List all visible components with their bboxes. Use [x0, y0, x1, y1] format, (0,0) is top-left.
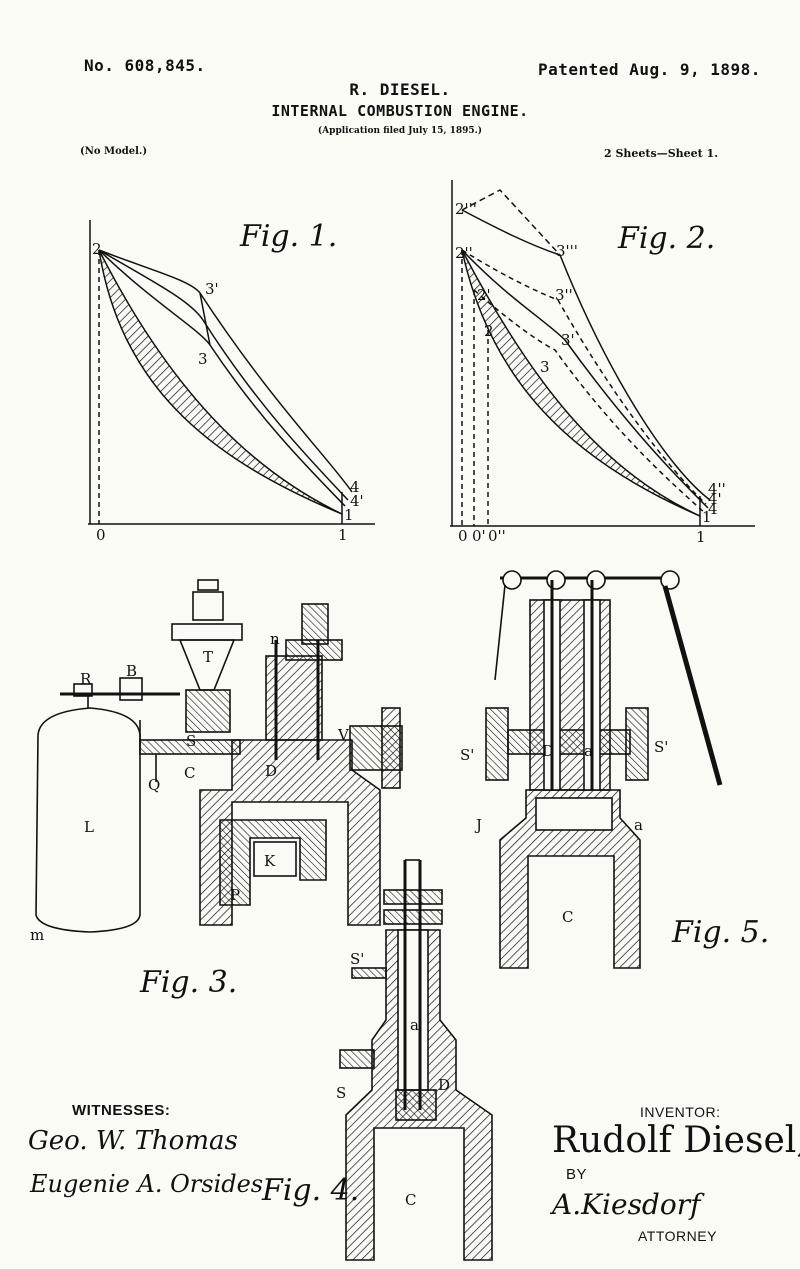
- fig2-label-3ppp: 3''': [556, 242, 578, 260]
- fig2-axis-1: 1: [696, 528, 706, 546]
- fig1-hatched-area: [99, 250, 342, 514]
- attorney-signature: A.Kiesdorf: [552, 1188, 700, 1221]
- fig3-drawing: [36, 580, 402, 932]
- fig2-label-3pp: 3'': [555, 286, 573, 304]
- fig1-axis-1: 1: [338, 526, 348, 544]
- fig5-label-J: J: [474, 816, 482, 834]
- fig3-label-L: L: [84, 818, 94, 836]
- fig2-axis-0p: 0': [472, 527, 486, 545]
- fig5-label-a-top: a: [584, 742, 593, 760]
- fig4-label-S: S: [336, 1084, 346, 1102]
- fig5-label-Sprime-left: S': [460, 746, 474, 764]
- fig2-label-2ppp: 2''': [455, 200, 477, 218]
- fig4-caption: Fig. 4.: [261, 1173, 359, 1208]
- fig3-label-R: R: [80, 670, 92, 688]
- fig2-label-1pt: 1: [702, 508, 712, 526]
- fig3-label-S: S: [186, 732, 196, 750]
- fig5-label-C: C: [562, 908, 573, 926]
- fig2-caption: Fig. 2.: [617, 221, 715, 256]
- witness-2-signature: Eugenie A. Orsides: [30, 1170, 263, 1198]
- fig4-label-a: a: [410, 1016, 419, 1034]
- witnesses-label: WITNESSES:: [72, 1102, 170, 1119]
- fig2-axis-0pp: 0'': [488, 527, 506, 545]
- fig1-curve-a: [99, 250, 345, 506]
- fig3-label-V: V: [337, 726, 350, 744]
- by-label: BY: [566, 1166, 587, 1183]
- inventor-signature: Rudolf Diesel,: [552, 1120, 800, 1161]
- fig5-drawing: [486, 571, 720, 968]
- attorney-label: ATTORNEY: [638, 1228, 717, 1244]
- fig2-label-2pp: 2'': [455, 244, 473, 262]
- fig4-label-D: D: [438, 1076, 450, 1094]
- fig3-label-Q: Q: [148, 776, 160, 794]
- fig3-label-m: m: [30, 926, 44, 944]
- fig5-label-D: D: [542, 742, 554, 760]
- inventor-label: INVENTOR:: [640, 1104, 720, 1120]
- fig3-label-D: D: [265, 762, 277, 780]
- fig3-label-B: B: [126, 662, 137, 680]
- fig2-label-2p: 2': [477, 286, 491, 304]
- fig2-label-3: 3: [540, 358, 550, 376]
- fig1-label-3prime: 3': [205, 280, 219, 298]
- fig2-hatched-area: [462, 250, 700, 516]
- fig1-diagram: [88, 220, 375, 524]
- fig2-label-3p: 3': [561, 331, 575, 349]
- fig1-axis-0: 0: [96, 526, 106, 544]
- fig1-curve-b: [99, 250, 348, 500]
- fig2-label-2: 2: [484, 322, 494, 340]
- fig3-label-K: K: [264, 852, 276, 870]
- fig4-label-C: C: [405, 1191, 416, 1209]
- fig5-label-Sprime-right: S': [654, 738, 668, 756]
- fig2-axis-0: 0: [458, 527, 468, 545]
- fig3-label-C: C: [184, 764, 195, 782]
- fig5-caption: Fig. 5.: [671, 915, 769, 950]
- fig1-label-3: 3: [198, 350, 208, 368]
- fig1-label-4prime: 4': [350, 492, 364, 510]
- fig3-caption: Fig. 3.: [139, 965, 237, 1000]
- fig1-caption: Fig. 1.: [239, 219, 337, 254]
- fig3-label-T: T: [203, 648, 213, 666]
- fig1-label-2: 2: [92, 240, 102, 258]
- fig1-curve-c: [99, 250, 352, 492]
- fig4-label-Sprime: S': [350, 950, 364, 968]
- fig3-label-P: P: [230, 886, 240, 904]
- fig5-label-a-right: a: [634, 816, 643, 834]
- witness-1-signature: Geo. W. Thomas: [28, 1126, 238, 1156]
- fig3-label-n: n: [270, 630, 280, 648]
